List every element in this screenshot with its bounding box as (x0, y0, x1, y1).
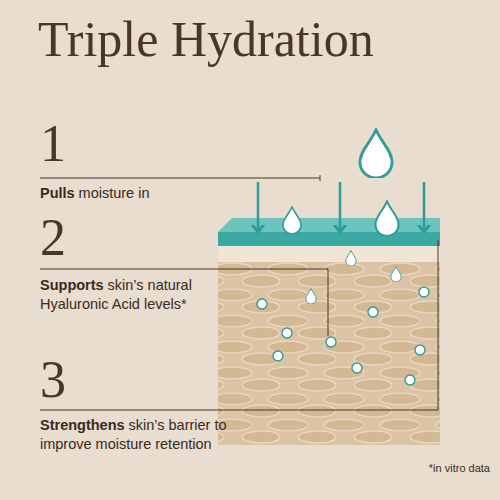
callout-number: 2 (40, 212, 66, 264)
benefit-text: Pullsmoisture in (40, 184, 240, 203)
benefit-keyword: Pulls (40, 185, 75, 201)
diagram-title: Triple Hydration (38, 14, 374, 64)
benefit-keyword: Supports (40, 277, 104, 293)
benefit-text: Strengthensskin’s barrier to improve moi… (40, 416, 272, 454)
callout-number: 1 (40, 118, 66, 170)
callout-number: 3 (40, 354, 66, 406)
footnote: *in vitro data (429, 462, 490, 474)
benefit-keyword: Strengthens (40, 417, 125, 433)
benefit-description: moisture in (79, 185, 150, 201)
benefit-text: Supportsskin’s natural Hyaluronic Acid l… (40, 276, 192, 314)
